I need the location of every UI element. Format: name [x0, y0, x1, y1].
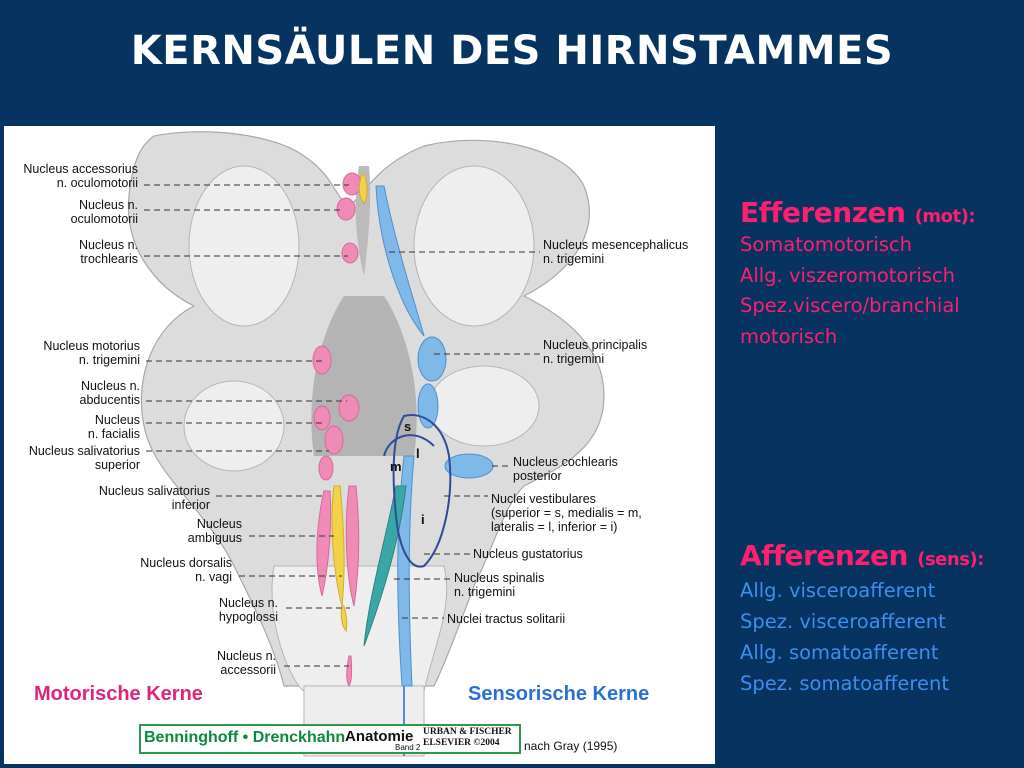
label-line: trochlearis	[80, 252, 138, 266]
efferenzen-head-small: (mot):	[914, 206, 976, 227]
brainstem-figure: s l m i Nucleus accessorius n. oculomoto…	[4, 126, 715, 764]
label-nucleus-salivatorius-superior: Nucleus salivatorius superior	[10, 444, 140, 472]
vestibular-nuclei	[392, 414, 452, 568]
brainstem-illustration: s l m i	[127, 131, 605, 757]
letter-l: l	[416, 446, 420, 461]
label-line: oculomotorii	[70, 212, 138, 226]
leader-lines-left	[144, 184, 350, 667]
efferenzen-item: Somatomotorisch	[740, 233, 913, 256]
letter-m: m	[390, 459, 402, 474]
credit-band: Band 2	[395, 743, 421, 752]
label-nucleus-oculomotorii: Nucleus n. oculomotorii	[10, 198, 138, 226]
credit-note: nach Gray (1995)	[524, 739, 618, 753]
label-line: n. trigemini	[543, 252, 605, 266]
label-line: Nucleus n.	[78, 238, 138, 252]
afferenzen-heading: Afferenzen (sens):	[740, 539, 984, 572]
label-line: ambiguus	[187, 531, 242, 545]
label-line: Nuclei vestibulares	[491, 492, 596, 506]
label-nucleus-ambiguus: Nucleus ambiguus	[104, 517, 242, 545]
credit-publisher: URBAN & FISCHER ELSEVIER ©2004	[423, 727, 512, 748]
label-line: Nucleus n.	[78, 198, 138, 212]
label-line: Nucleus accessorius	[23, 162, 138, 176]
label-line: n. trigemini	[454, 585, 516, 599]
label-nucleus-mesencephalicus: Nucleus mesencephalicus n. trigemini	[543, 238, 688, 266]
label-line: Nucleus n.	[218, 596, 278, 610]
label-nucleus-accessorius: Nucleus accessorius n. oculomotorii	[10, 162, 138, 190]
label-nucleus-hypoglossi: Nucleus n. hypoglossi	[138, 596, 278, 624]
label-nucleus-principalis: Nucleus principalis n. trigemini	[543, 338, 647, 366]
afferenzen-head-small: (sens):	[917, 549, 984, 570]
label-line: superior	[94, 458, 140, 472]
label-line: posterior	[513, 469, 562, 483]
efferenzen-heading: Efferenzen (mot):	[740, 196, 976, 229]
label-line: Nucleus motorius	[43, 339, 140, 353]
label-line: (superior = s, medialis = m,	[491, 506, 642, 520]
credit-author: Benninghoff • Drenckhahn	[144, 729, 346, 746]
afferenzen-item: Allg. visceroafferent	[740, 579, 936, 602]
slide-title: KERNSÄULEN DES HIRNSTAMMES	[130, 28, 894, 74]
motor-nuclei	[312, 172, 362, 687]
label-line: Nucleus salivatorius	[98, 484, 210, 498]
legend-motorische-kerne: Motorische Kerne	[34, 683, 203, 705]
label-line: n. trigemini	[543, 352, 605, 366]
letter-s: s	[404, 419, 411, 434]
efferenzen-item: Spez.viscero/branchial	[740, 294, 960, 317]
label-line: Nucleus n.	[216, 649, 276, 663]
label-line: Nucleus gustatorius	[473, 547, 583, 561]
label-line: n. facialis	[87, 427, 140, 441]
efferenzen-item: motorisch	[740, 325, 838, 348]
label-line: Nucleus spinalis	[454, 571, 545, 585]
label-nucleus-cochlearis: Nucleus cochlearis posterior	[513, 455, 618, 483]
publisher-credit: Benninghoff • Drenckhahn Anatomie Band 2…	[139, 724, 521, 754]
label-nucleus-spinalis: Nucleus spinalis n. trigemini	[454, 571, 544, 599]
sensory-nuclei	[375, 185, 494, 687]
label-nucleus-abducentis: Nucleus n. abducentis	[10, 379, 140, 407]
label-line: Nucleus	[196, 517, 242, 531]
label-line: Nucleus mesencephalicus	[543, 238, 689, 252]
label-line: Nucleus cochlearis	[513, 455, 618, 469]
label-nucleus-salivatorius-inferior: Nucleus salivatorius inferior	[70, 484, 210, 512]
label-nucleus-facialis: Nucleus n. facialis	[10, 413, 140, 441]
label-line: hypoglossi	[218, 610, 278, 624]
label-line: Nucleus n.	[80, 379, 140, 393]
label-line: Nuclei tractus solitarii	[447, 612, 566, 626]
label-nuclei-tractus-solitarii: Nuclei tractus solitarii	[447, 612, 565, 626]
label-line: accessorii	[220, 663, 276, 677]
efferenzen-item: Allg. viszeromotorisch	[740, 264, 955, 287]
afferenzen-item: Spez. visceroafferent	[740, 610, 946, 633]
label-line: n. vagi	[195, 570, 232, 584]
fourth-ventricle	[311, 296, 417, 456]
label-line: Nucleus	[94, 413, 140, 427]
label-nuclei-vestibulares: Nuclei vestibulares (superior = s, media…	[491, 492, 642, 534]
afferenzen-item: Allg. somatoafferent	[740, 641, 939, 664]
afferenzen-head-main: Afferenzen	[740, 539, 908, 572]
legend-sensorische-kerne: Sensorische Kerne	[468, 683, 650, 705]
label-line: lateralis = l, inferior = i)	[491, 520, 618, 534]
label-line: inferior	[171, 498, 210, 512]
label-line: n. oculomotorii	[56, 176, 138, 190]
leader-lines-right	[389, 251, 540, 619]
efferenzen-head-main: Efferenzen	[740, 196, 906, 229]
label-nucleus-trochlearis: Nucleus n. trochlearis	[10, 238, 138, 266]
label-line: Nucleus salivatorius	[28, 444, 140, 458]
label-line: abducentis	[79, 393, 140, 407]
label-line: n. trigemini	[78, 353, 140, 367]
label-nucleus-motorius: Nucleus motorius n. trigemini	[10, 339, 140, 367]
letter-i: i	[421, 512, 425, 527]
credit-title: Anatomie	[345, 728, 414, 745]
label-line: Nucleus principalis	[543, 338, 648, 352]
label-nucleus-accessorii: Nucleus n. accessorii	[134, 649, 276, 677]
afferenzen-item: Spez. somatoafferent	[740, 672, 949, 695]
label-line: Nucleus dorsalis	[140, 556, 232, 570]
label-nucleus-dorsalis-vagi: Nucleus dorsalis n. vagi	[92, 556, 232, 584]
label-nucleus-gustatorius: Nucleus gustatorius	[473, 547, 583, 561]
